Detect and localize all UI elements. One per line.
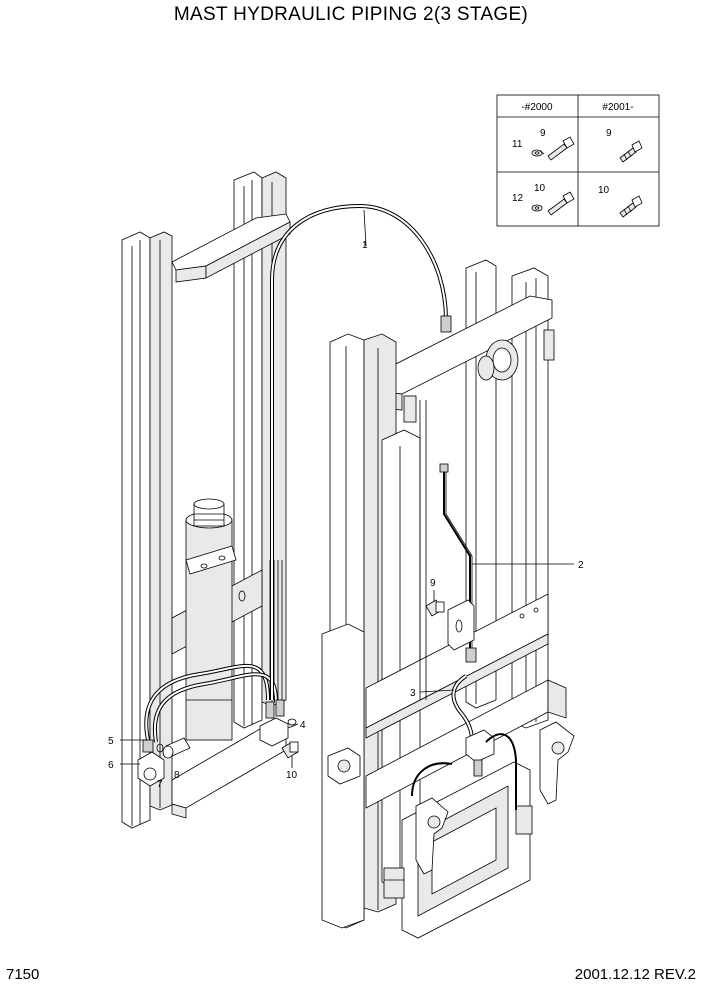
page-title: MAST HYDRAULIC PIPING 2(3 STAGE) bbox=[173, 4, 529, 25]
callout-10: 10 bbox=[286, 770, 298, 781]
bolt-10-lower bbox=[281, 741, 299, 759]
left-mast-frame bbox=[121, 171, 291, 829]
table-label: 10 bbox=[534, 183, 546, 194]
callout-5: 5 bbox=[108, 736, 114, 747]
table-label: 12 bbox=[512, 193, 524, 204]
table-label: 9 bbox=[606, 128, 612, 139]
washer-icon bbox=[531, 149, 543, 157]
washer-icon bbox=[531, 204, 543, 212]
bolt-icon bbox=[547, 191, 575, 216]
hose-1 bbox=[270, 203, 452, 700]
table-label: 9 bbox=[540, 128, 546, 139]
fitting-8 bbox=[156, 737, 191, 759]
callout-9: 9 bbox=[430, 578, 436, 589]
callout-8: 8 bbox=[174, 770, 180, 781]
variant-table: -#2000 #2001- 11 9 9 12 10 bbox=[496, 94, 660, 227]
fitting-6-7 bbox=[137, 739, 165, 787]
callout-7: 7 bbox=[157, 779, 163, 790]
hose-5 bbox=[144, 664, 278, 743]
callout-6: 6 bbox=[108, 760, 114, 771]
right-mast-frame bbox=[321, 259, 575, 939]
table-header-left: -#2000 bbox=[521, 102, 553, 113]
callout-4: 4 bbox=[300, 720, 306, 731]
callout-3: 3 bbox=[410, 688, 416, 699]
callout-1: 1 bbox=[362, 240, 368, 251]
lift-cylinder bbox=[185, 498, 237, 741]
bolt-icon bbox=[539, 136, 575, 161]
table-label: 11 bbox=[512, 139, 523, 150]
callout-leaders bbox=[120, 209, 574, 768]
fitting-4 bbox=[259, 699, 297, 747]
bolt-icon bbox=[619, 140, 643, 163]
revision-date: 2001.12.12 REV.2 bbox=[574, 966, 696, 983]
page-number: 7150 bbox=[6, 966, 40, 983]
callout-2: 2 bbox=[578, 560, 584, 571]
bolt-icon bbox=[619, 195, 643, 218]
table-label: 10 bbox=[598, 185, 610, 196]
table-header-right: #2001- bbox=[602, 102, 633, 113]
